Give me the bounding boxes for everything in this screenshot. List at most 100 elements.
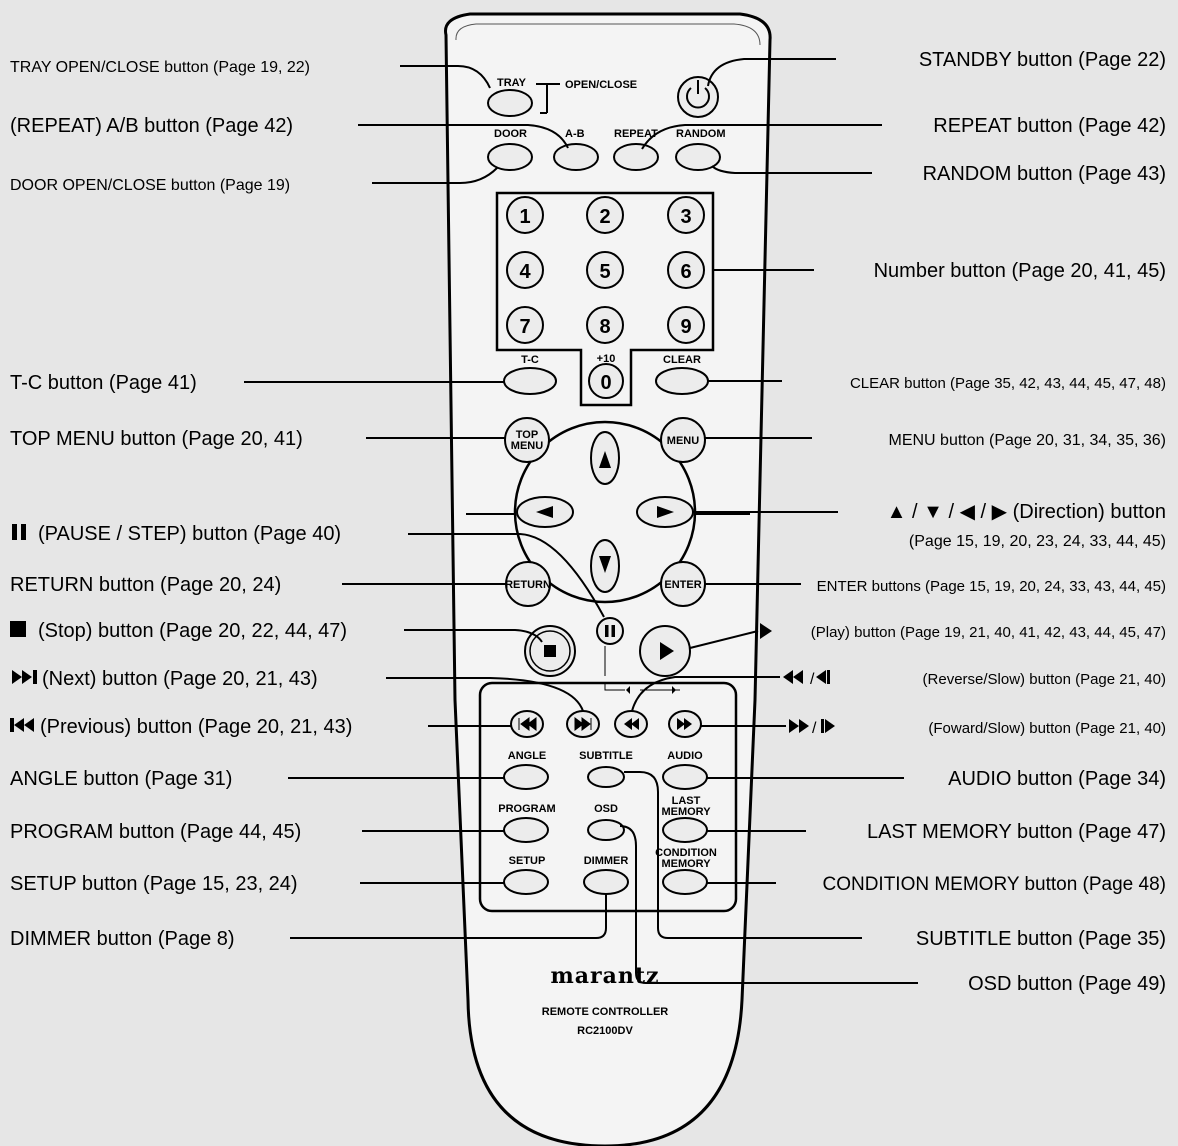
program-button[interactable] bbox=[503, 817, 549, 843]
callout-audio: AUDIO button (Page 34) bbox=[948, 768, 1166, 790]
digit-6-label: 6 bbox=[680, 261, 691, 283]
open-close-key-label: OPEN/CLOSE bbox=[565, 79, 637, 91]
digit-6-button[interactable] bbox=[667, 251, 705, 289]
digit-0-button[interactable] bbox=[588, 363, 624, 399]
audio-button[interactable] bbox=[662, 764, 708, 790]
digit-8-button[interactable] bbox=[586, 306, 624, 344]
osd-key-label: OSD bbox=[594, 803, 618, 815]
pause-icon-right bbox=[611, 625, 615, 637]
digit-7-label: 7 bbox=[519, 316, 530, 338]
angle-button[interactable] bbox=[503, 764, 549, 790]
callout-next: (Next) button (Page 20, 21, 43) bbox=[42, 668, 318, 690]
dimmer-button[interactable] bbox=[583, 869, 629, 895]
dimmer-key-label: DIMMER bbox=[584, 855, 629, 867]
tray-button[interactable] bbox=[487, 89, 533, 117]
random-key-label: RANDOM bbox=[676, 128, 726, 140]
digit-3-button[interactable] bbox=[667, 196, 705, 234]
digit-5-button[interactable] bbox=[586, 251, 624, 289]
digit-5-label: 5 bbox=[599, 261, 610, 283]
previous-icon bbox=[518, 717, 537, 731]
digit-9-button[interactable] bbox=[667, 306, 705, 344]
subtitle-button[interactable] bbox=[587, 766, 625, 788]
digit-2-label: 2 bbox=[599, 206, 610, 228]
callout-stop-icon bbox=[10, 621, 26, 637]
door-key-label: DOOR bbox=[494, 128, 527, 140]
callout-reverse-sep: / bbox=[810, 671, 815, 688]
setup-button[interactable] bbox=[503, 869, 549, 895]
program-key-label: PROGRAM bbox=[498, 803, 555, 815]
callout-previous-icon bbox=[10, 718, 34, 732]
callout-clear: CLEAR button (Page 35, 42, 43, 44, 45, 4… bbox=[850, 375, 1166, 392]
leader-random bbox=[711, 165, 872, 174]
power-icon bbox=[686, 87, 710, 109]
brand-logo: marantz bbox=[550, 963, 659, 989]
callout-standby: STANDBY button (Page 22) bbox=[919, 49, 1166, 71]
up-arrow-icon bbox=[599, 451, 611, 468]
pause-button[interactable] bbox=[596, 617, 624, 645]
digit-4-label: 4 bbox=[519, 261, 531, 283]
leader-standby bbox=[707, 58, 836, 87]
leader-reverse bbox=[631, 676, 780, 712]
digit-1-button[interactable] bbox=[506, 196, 544, 234]
last-memory-button[interactable] bbox=[662, 817, 708, 843]
transport-row bbox=[510, 710, 702, 738]
ab-button[interactable] bbox=[553, 143, 599, 171]
callout-number: Number button (Page 20, 41, 45) bbox=[874, 260, 1166, 282]
left-callouts: TRAY OPEN/CLOSE button (Page 19, 22) (RE… bbox=[10, 59, 607, 950]
last-memory-key-label-1: LAST bbox=[672, 795, 701, 807]
remote-title: REMOTE CONTROLLER bbox=[542, 1006, 669, 1018]
callout-repeat: REPEAT button (Page 42) bbox=[933, 115, 1166, 137]
top-menu-key-label-2: MENU bbox=[511, 440, 543, 452]
digit-8-label: 8 bbox=[599, 316, 610, 338]
clear-key-label: CLEAR bbox=[663, 354, 701, 366]
condition-memory-button[interactable] bbox=[662, 869, 708, 895]
setup-key-label: SETUP bbox=[509, 855, 546, 867]
leader-repeat bbox=[641, 124, 882, 150]
pause-icon-left bbox=[605, 625, 609, 637]
random-button[interactable] bbox=[675, 143, 721, 171]
tc-button[interactable] bbox=[503, 367, 557, 395]
door-button[interactable] bbox=[487, 143, 533, 171]
stop-icon bbox=[544, 645, 556, 657]
lower-key-frame bbox=[478, 681, 738, 913]
digit-4-button[interactable] bbox=[506, 251, 544, 289]
menu-button[interactable] bbox=[660, 417, 706, 463]
digit-2-button[interactable] bbox=[586, 196, 624, 234]
digit-1-label: 1 bbox=[519, 206, 530, 228]
leader-dimmer bbox=[290, 894, 607, 939]
digit-9-label: 9 bbox=[680, 316, 691, 338]
digit-0-label: 0 bbox=[600, 372, 611, 394]
leader-tray bbox=[400, 65, 491, 89]
left-arrow-icon bbox=[536, 506, 553, 518]
condition-memory-key-label-1: CONDITION bbox=[655, 847, 717, 859]
stop-button-ring bbox=[529, 630, 571, 672]
callout-program: PROGRAM button (Page 44, 45) bbox=[10, 821, 301, 843]
leader-door bbox=[372, 167, 498, 184]
top-menu-button[interactable] bbox=[504, 417, 550, 463]
return-key-label: RETURN bbox=[505, 579, 551, 591]
play-icon bbox=[660, 642, 674, 660]
tray-key-label: TRAY bbox=[497, 77, 527, 89]
menu-key-label: MENU bbox=[667, 435, 699, 447]
callout-play-icon bbox=[760, 623, 772, 639]
callout-ab: (REPEAT) A/B button (Page 42) bbox=[10, 115, 293, 137]
callout-forward-icon bbox=[789, 719, 835, 733]
digit-7-button[interactable] bbox=[506, 306, 544, 344]
remote-inner-edge bbox=[455, 23, 761, 46]
repeat-button[interactable] bbox=[613, 143, 659, 171]
audio-key-label: AUDIO bbox=[667, 750, 703, 762]
condition-memory-key-label-2: MEMORY bbox=[661, 858, 711, 870]
callout-angle: ANGLE button (Page 31) bbox=[10, 768, 232, 790]
callout-subtitle: SUBTITLE button (Page 35) bbox=[916, 928, 1166, 950]
digit-3-label: 3 bbox=[680, 206, 691, 228]
osd-button[interactable] bbox=[587, 819, 625, 841]
angle-key-label: ANGLE bbox=[508, 750, 547, 762]
down-arrow-icon bbox=[599, 556, 611, 573]
open-close-bracket bbox=[536, 83, 560, 114]
callout-forward: (Foward/Slow) button (Page 21, 40) bbox=[928, 720, 1166, 737]
clear-button[interactable] bbox=[655, 367, 709, 395]
standby-button[interactable] bbox=[677, 76, 719, 118]
top-menu-key-label-1: TOP bbox=[516, 429, 538, 441]
